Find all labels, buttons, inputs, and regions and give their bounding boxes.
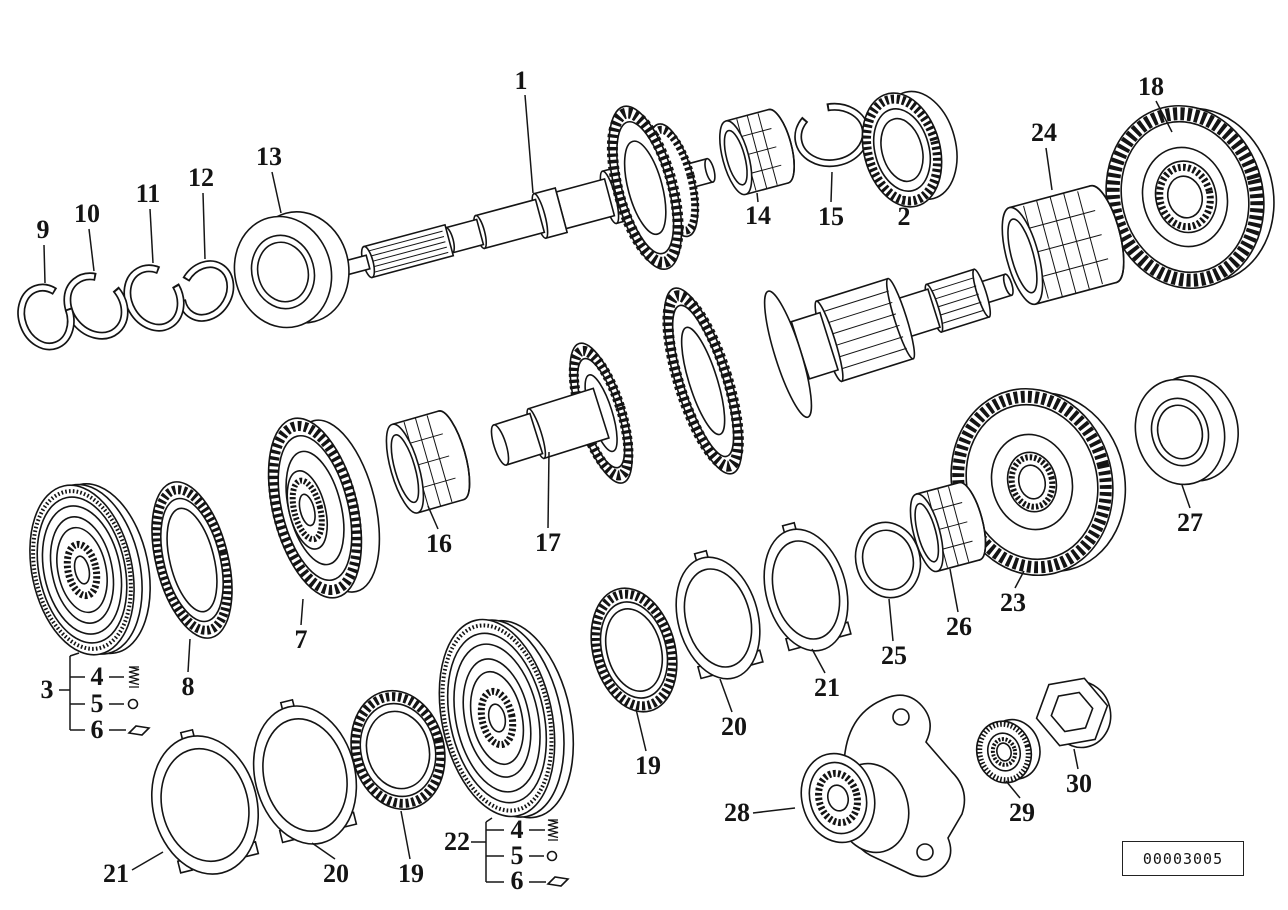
callout-20-mid[interactable]: 20 <box>721 712 747 741</box>
callout-27[interactable]: 27 <box>1177 508 1203 537</box>
part-4-spring-lower <box>547 819 559 841</box>
callout-13[interactable]: 13 <box>256 142 282 171</box>
callout-9[interactable]: 9 <box>36 215 50 244</box>
part-20-synchro-ring-lower <box>252 698 358 845</box>
part-14-needle-bearing <box>718 108 796 196</box>
callout-17[interactable]: 17 <box>535 528 561 557</box>
part-10-snap-ring <box>63 272 129 340</box>
callout-5-lower[interactable]: 5 <box>510 841 524 870</box>
callout-3[interactable]: 3 <box>40 675 54 704</box>
part-17-output-shaft <box>490 268 1014 484</box>
part-16-needle-bearing <box>385 410 471 514</box>
part-9-snap-ring <box>17 283 75 351</box>
callout-4-upper[interactable]: 4 <box>90 662 104 691</box>
callout-28[interactable]: 28 <box>724 798 750 827</box>
callout-4-lower[interactable]: 4 <box>510 815 524 844</box>
callout-14[interactable]: 14 <box>745 201 771 230</box>
part-29-collar-nut <box>975 718 1041 784</box>
callout-18[interactable]: 18 <box>1138 72 1164 101</box>
callout-21-lower[interactable]: 21 <box>103 859 129 888</box>
callout-24[interactable]: 24 <box>1031 118 1057 147</box>
part-13-bearing <box>233 211 350 329</box>
part-6-key-upper <box>127 725 151 736</box>
diagram-code-box: 00003005 <box>1122 841 1244 876</box>
part-21-synchro-ring-mid <box>763 521 852 652</box>
callout-20-lower[interactable]: 20 <box>323 859 349 888</box>
part-25-spacer-ring <box>854 521 922 599</box>
callout-11[interactable]: 11 <box>135 179 161 208</box>
callout-29[interactable]: 29 <box>1009 798 1035 827</box>
callout-16[interactable]: 16 <box>426 529 452 558</box>
callout-6-upper[interactable]: 6 <box>90 715 104 744</box>
part-5-ball-lower <box>546 850 558 862</box>
callout-21-mid[interactable]: 21 <box>814 673 840 702</box>
part-23-gear <box>950 387 1127 577</box>
part-21-synchro-ring-lower <box>150 728 260 875</box>
callout-6-lower[interactable]: 6 <box>510 866 524 895</box>
part-15-snap-ring <box>794 102 870 168</box>
part-11-snap-ring <box>123 264 185 332</box>
part-7-gear <box>267 417 381 599</box>
part-19-synchro-ring-lower <box>350 689 446 811</box>
callout-22[interactable]: 22 <box>444 827 470 856</box>
callout-25[interactable]: 25 <box>881 641 907 670</box>
part-22-synchro-hub-assembly <box>438 618 575 819</box>
part-4-spring-upper <box>128 666 140 688</box>
part-26-needle-bearing <box>909 481 987 573</box>
part-18-gear <box>1105 104 1275 290</box>
part-27-bearing <box>1134 375 1239 486</box>
part-8-synchro-ring <box>151 481 233 639</box>
part-3-synchro-hub-assembly <box>29 483 151 656</box>
part-30-hex-nut <box>1035 677 1112 749</box>
part-28-output-flange <box>800 694 966 878</box>
part-24-needle-bearing <box>1001 184 1125 306</box>
part-20-synchro-ring-mid <box>675 549 764 680</box>
callout-30[interactable]: 30 <box>1066 769 1092 798</box>
part-1-input-shaft <box>338 105 716 279</box>
part-19-synchro-ring-mid <box>590 587 678 713</box>
callout-2[interactable]: 2 <box>897 202 911 231</box>
callout-5-upper[interactable]: 5 <box>90 689 104 718</box>
part-2-synchronizer-gear <box>861 90 958 208</box>
callout-1[interactable]: 1 <box>514 66 528 95</box>
callout-12[interactable]: 12 <box>188 163 214 192</box>
callout-19-mid[interactable]: 19 <box>635 751 661 780</box>
callout-15[interactable]: 15 <box>818 202 844 231</box>
callout-7[interactable]: 7 <box>294 625 308 654</box>
callout-26[interactable]: 26 <box>946 612 972 641</box>
callout-23[interactable]: 23 <box>1000 588 1026 617</box>
callout-19-lower[interactable]: 19 <box>398 859 424 888</box>
part-6-key-lower <box>546 876 570 887</box>
diagram-code: 00003005 <box>1142 849 1224 868</box>
part-5-ball-upper <box>127 698 139 710</box>
callout-10[interactable]: 10 <box>74 199 100 228</box>
callout-8[interactable]: 8 <box>181 672 195 701</box>
